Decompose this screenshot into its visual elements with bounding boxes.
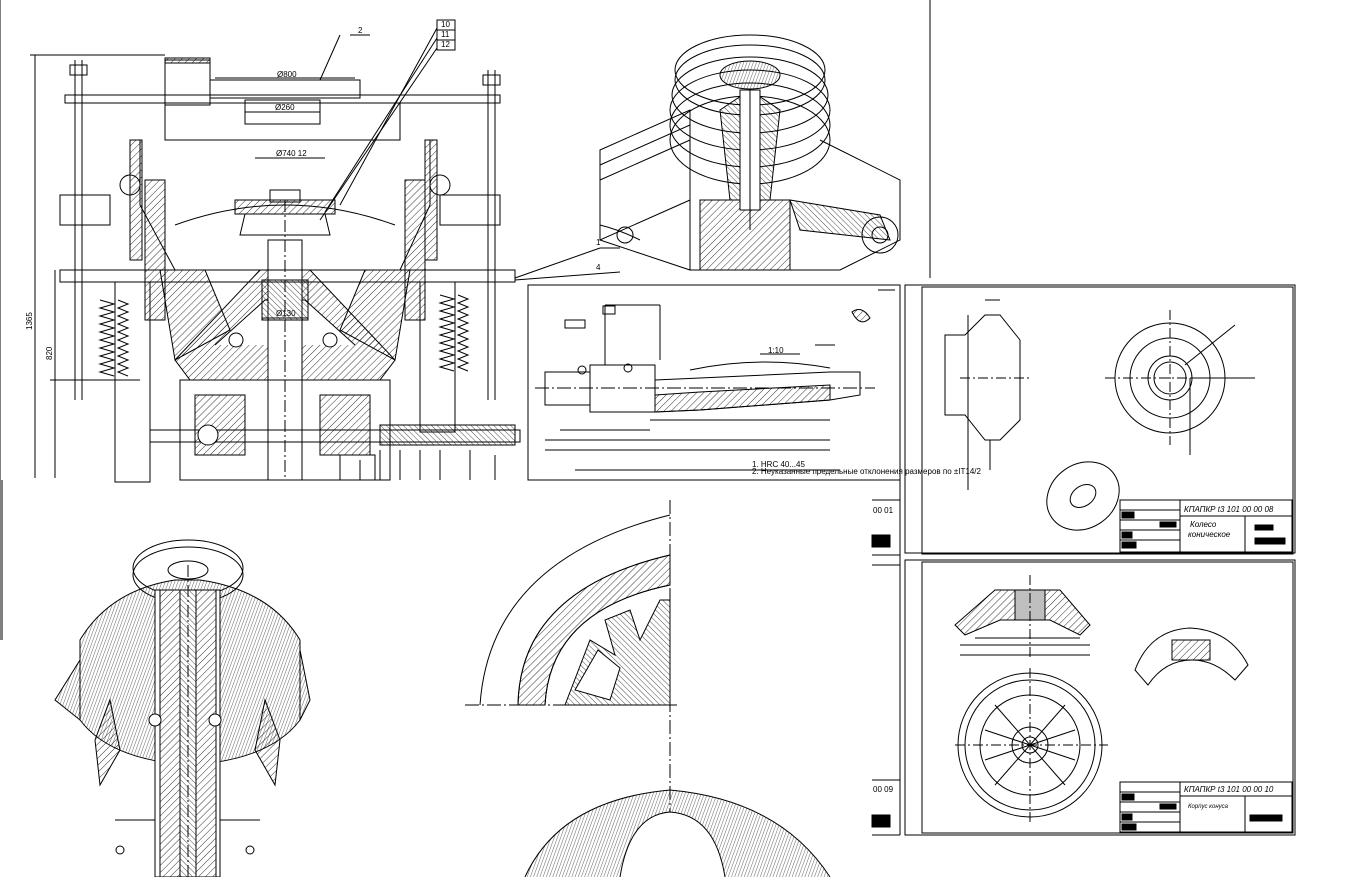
housing-sheet — [904, 559, 1296, 836]
wheel-name-line2: коническое — [1188, 530, 1231, 539]
sheet-frame-lines — [0, 0, 931, 640]
crusher-assembly-section — [30, 19, 621, 483]
shaft-taper-label: 1:10 — [768, 346, 784, 355]
leader-label-11: 11 — [441, 30, 450, 39]
cone-head-detail — [54, 539, 311, 877]
wheel-drawing-code: КПАПКР t3 101 00 00 08 — [1184, 505, 1274, 514]
leader-label-1: 1 — [596, 238, 601, 247]
leader-label-10: 10 — [441, 20, 450, 29]
shaft-drawing-sheet — [527, 284, 901, 481]
leader-label-4: 4 — [596, 263, 601, 272]
partial-sheet-edges — [871, 285, 901, 836]
shaft-note-1: 1. HRC 40...45 — [752, 460, 805, 469]
dim-lower-width: Ø130 — [276, 309, 296, 318]
dim-top-width: Ø800 — [277, 70, 297, 79]
housing-drawing-code: КПАПКР t3 101 00 00 10 — [1184, 785, 1274, 794]
dim-overall-height: 1365 — [25, 312, 34, 330]
sheet-code-partial-2: 00 09 — [873, 785, 894, 794]
wheel-name-line1: Колесо — [1190, 520, 1217, 529]
leader-label-2: 2 — [358, 26, 363, 35]
bevel-gear-arc-detail — [465, 500, 831, 877]
dim-mid-width: Ø740 12 — [276, 149, 307, 158]
dim-inner-width: Ø260 — [275, 103, 295, 112]
leader-label-12: 12 — [441, 40, 450, 49]
dim-left-vertical: 820 — [45, 346, 54, 360]
isometric-cutaway — [599, 34, 901, 271]
sheet-code-partial-1: 00 01 — [873, 506, 894, 515]
housing-name: Корпус конуса — [1188, 804, 1229, 810]
shaft-note-2: 2. Неуказанные предельные отклонения раз… — [752, 467, 981, 476]
bevel-wheel-sheet — [904, 284, 1296, 555]
